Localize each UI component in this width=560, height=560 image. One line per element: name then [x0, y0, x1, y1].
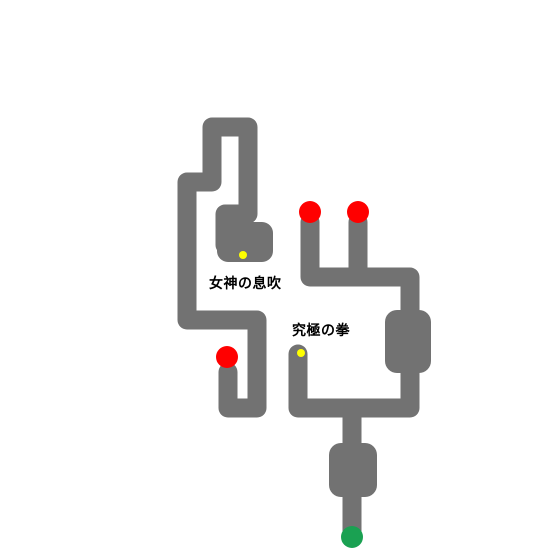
- enemy-marker-north-left[interactable]: [299, 201, 321, 223]
- enemy-marker-north-right[interactable]: [347, 201, 369, 223]
- enemy-marker-west[interactable]: [216, 346, 238, 368]
- item-marker-goddess-breath[interactable]: [239, 251, 247, 259]
- room-east-chamber: [385, 310, 431, 373]
- room-south-chamber: [329, 443, 377, 497]
- room-north-chamber: [217, 222, 273, 262]
- markers: [216, 201, 369, 548]
- item-marker-ultimate-fist[interactable]: [297, 349, 305, 357]
- exit-marker[interactable]: [341, 526, 363, 548]
- item-label-ultimate-fist: 究極の拳: [292, 323, 350, 339]
- corridor-paths: [177, 117, 420, 542]
- item-label-goddess-breath: 女神の息吹: [209, 276, 282, 292]
- corridor-left: [177, 117, 267, 418]
- rooms: [217, 222, 431, 497]
